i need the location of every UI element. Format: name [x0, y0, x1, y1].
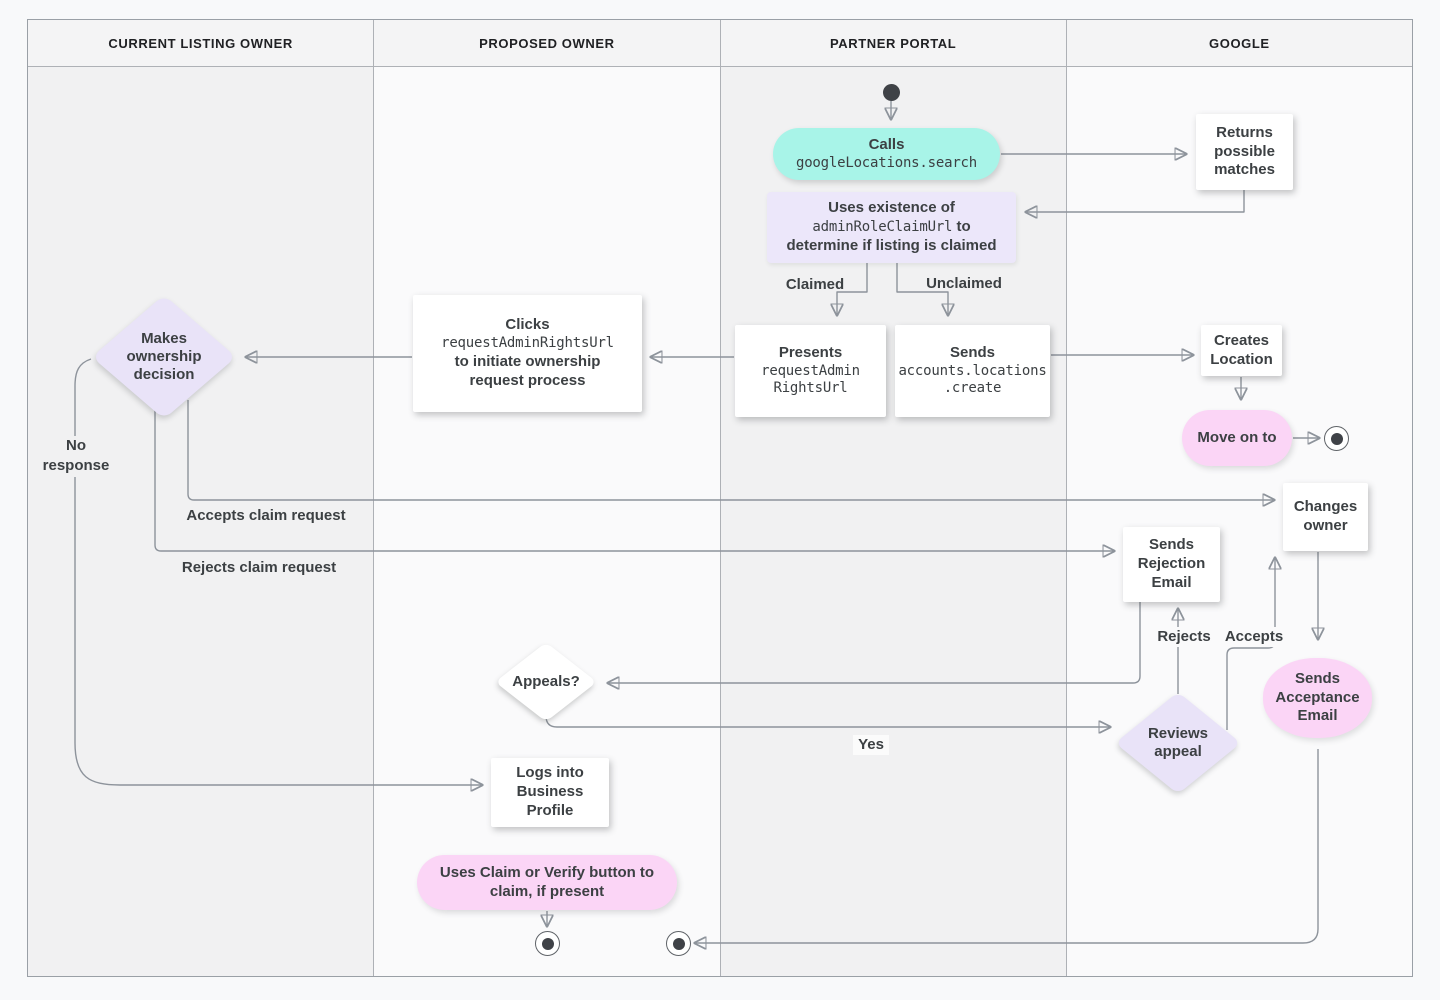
- node-text: Appeals?: [512, 672, 580, 690]
- node-line: determine if listing is claimed: [786, 236, 997, 254]
- edge-label-unclaimed: Unclaimed: [926, 275, 1002, 292]
- lane-title: CURRENT LISTING OWNER: [108, 35, 293, 51]
- lane-current-listing-owner: CURRENT LISTING OWNER: [28, 20, 375, 976]
- node-text: Sends Acceptance Email: [1275, 669, 1360, 725]
- lane-header: PROPOSED OWNER: [374, 20, 720, 67]
- edge-label-accepts: Accepts: [1220, 627, 1288, 648]
- node-presents-requestadminrightsurl: Presents requestAdmin RightsUrl: [735, 325, 886, 417]
- node-makes-ownership-decision: Makes ownership decision: [91, 294, 237, 420]
- edge-label-rejects: Rejects: [1152, 627, 1216, 648]
- lane-title: PROPOSED OWNER: [479, 35, 615, 51]
- edge-label-accepts-claim-request: Accepts claim request: [186, 507, 346, 524]
- node-line-suffix: to: [952, 218, 971, 236]
- node-text: Makes ownership decision: [126, 329, 202, 384]
- node-uses-existence-adminroleclaimurl: Uses existence of adminRoleClaimUrl to d…: [767, 192, 1016, 263]
- node-sends-accounts-locations-create: Sends accounts.locations .create: [895, 325, 1050, 417]
- node-changes-owner: Changes owner: [1283, 483, 1368, 551]
- end-node-move-on: [1324, 426, 1349, 451]
- node-returns-possible-matches: Returns possible matches: [1196, 114, 1293, 190]
- node-line: to initiate ownership: [454, 352, 601, 370]
- start-node: [883, 84, 900, 101]
- node-code: .create: [943, 380, 1002, 397]
- node-code: requestAdminRightsUrl: [441, 335, 614, 352]
- node-line: request process: [469, 371, 586, 389]
- lane-header: CURRENT LISTING OWNER: [28, 20, 374, 67]
- edge-label-rejects-claim-request: Rejects claim request: [181, 559, 337, 576]
- node-title: Sends: [949, 343, 995, 361]
- end-node-acceptance: [666, 931, 691, 956]
- node-clicks-requestadminrightsurl: Clicks requestAdminRightsUrl to initiate…: [413, 295, 642, 412]
- node-line: Uses existence of: [828, 199, 955, 217]
- lane-body: [374, 67, 720, 976]
- node-appeals: Appeals?: [495, 642, 597, 722]
- node-text: Creates Location: [1210, 331, 1273, 368]
- edge-label-no-response: No response: [40, 436, 112, 477]
- node-text: Sends Rejection Email: [1137, 536, 1206, 591]
- node-title: Presents: [778, 343, 843, 361]
- node-code: requestAdmin: [761, 362, 860, 379]
- lane-title: PARTNER PORTAL: [829, 35, 957, 51]
- node-creates-location: Creates Location: [1201, 325, 1282, 376]
- node-calls-googlelocations-search: Calls googleLocations.search: [773, 128, 1000, 180]
- node-uses-claim-or-verify: Uses Claim or Verify button to claim, if…: [417, 855, 677, 910]
- edge-label-yes: Yes: [853, 735, 889, 756]
- node-text: Changes owner: [1293, 498, 1358, 534]
- node-code: RightsUrl: [773, 380, 848, 397]
- node-text: Returns possible matches: [1214, 123, 1275, 179]
- lane-title: GOOGLE: [1209, 35, 1270, 51]
- node-line: adminRoleClaimUrl to: [812, 218, 970, 237]
- node-reviews-appeal: Reviews appeal: [1115, 692, 1241, 794]
- node-text: Logs into Business Profile: [516, 764, 584, 819]
- node-code: accounts.locations: [898, 362, 1047, 379]
- lane-proposed-owner: PROPOSED OWNER: [374, 20, 721, 976]
- node-sends-acceptance-email: Sends Acceptance Email: [1263, 658, 1372, 738]
- end-node-claim: [535, 931, 560, 956]
- node-move-on-to: Move on to: [1182, 410, 1292, 466]
- lane-header: GOOGLE: [1066, 20, 1412, 67]
- node-sends-rejection-email: Sends Rejection Email: [1123, 527, 1220, 602]
- node-code: adminRoleClaimUrl: [812, 219, 953, 236]
- node-text: Move on to: [1197, 428, 1277, 446]
- node-title: Calls: [868, 135, 905, 153]
- node-code: googleLocations.search: [795, 154, 978, 171]
- node-logs-into-business-profile: Logs into Business Profile: [491, 758, 609, 827]
- node-title: Clicks: [505, 316, 550, 334]
- node-text: Uses Claim or Verify button to claim, if…: [439, 863, 655, 900]
- node-text: Reviews appeal: [1147, 724, 1209, 760]
- edge-label-claimed: Claimed: [785, 276, 845, 293]
- lane-header: PARTNER PORTAL: [720, 20, 1066, 67]
